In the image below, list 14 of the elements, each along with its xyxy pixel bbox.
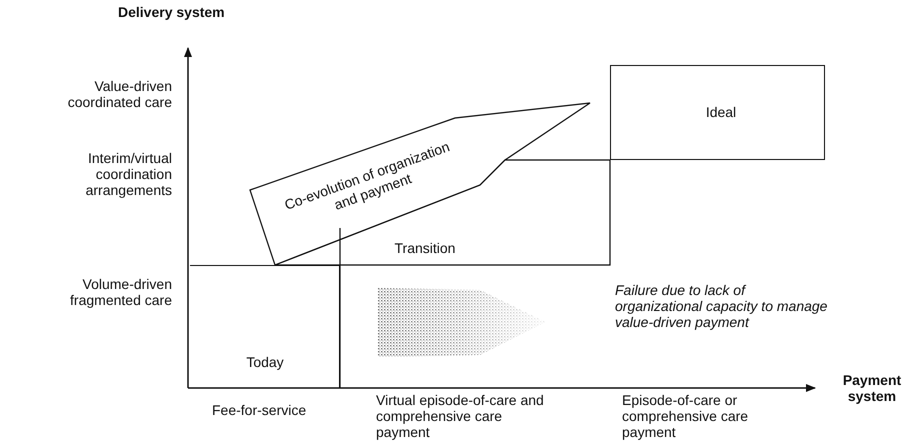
- state-box: [190, 265, 340, 388]
- axis-title: Payment system: [842, 372, 902, 404]
- region-label: Transition: [394, 240, 456, 257]
- axis-category-label: Episode-of-care or comprehensive care payment: [622, 392, 750, 440]
- outcome-note: Failure due to lack of organizational capacity to manage value-driven payment: [615, 282, 828, 330]
- axis-level-label: Value-driven coordinated care: [66, 78, 172, 110]
- axis-category-label: Fee-for-service: [212, 402, 308, 418]
- region-label: Ideal: [704, 104, 738, 121]
- region-label: Today: [245, 354, 285, 371]
- state-box: [610, 65, 825, 160]
- axis-level-label: Volume-driven fragmented care: [69, 276, 172, 308]
- axis-category-label: Virtual episode-of-care and comprehensive care payment: [376, 392, 545, 440]
- axis-title: Delivery system: [118, 4, 226, 20]
- axis-level-label: Interim/virtual coordination arrangements: [84, 150, 172, 198]
